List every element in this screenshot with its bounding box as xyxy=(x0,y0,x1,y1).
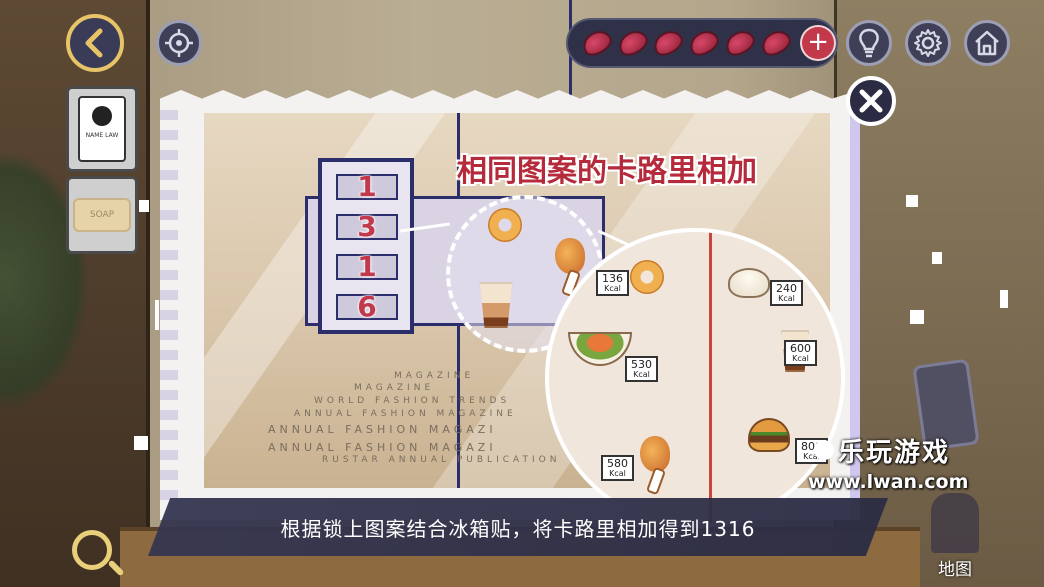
drumstick-icon xyxy=(640,436,670,472)
sparkle xyxy=(1000,290,1008,308)
badge-photo xyxy=(92,106,112,126)
add-bean-button[interactable]: + xyxy=(800,25,836,61)
drumstick-icon xyxy=(555,238,585,274)
lock-digit: 6 xyxy=(357,290,377,323)
close-icon xyxy=(859,89,883,113)
bean-energy-bar: + xyxy=(566,18,838,68)
rice-icon xyxy=(728,268,770,298)
magazine-text: WORLD FASHION TRENDS xyxy=(314,396,511,406)
kcal-unit: Kcal xyxy=(803,451,820,461)
name-badge: NAME LAW xyxy=(78,96,126,162)
badge-name-text: NAME LAW xyxy=(85,132,119,139)
hint-button[interactable] xyxy=(846,20,892,66)
sparkle xyxy=(910,310,924,324)
map-label: 地图 xyxy=(938,560,972,580)
lock-digit-slot: 1 xyxy=(336,170,398,203)
bean-icon xyxy=(685,26,723,60)
kcal-value: 136 xyxy=(602,272,623,285)
home-button[interactable] xyxy=(964,20,1010,66)
kcal-unit: Kcal xyxy=(792,353,809,363)
watermark-url: www.lwan.com xyxy=(808,471,969,493)
hint-caption-bar: 根据锁上图案结合冰箱贴，将卡路里相加得到1316 xyxy=(148,498,888,556)
inventory-badge-card[interactable]: NAME LAW xyxy=(66,86,138,172)
back-button[interactable] xyxy=(66,14,124,72)
map-figure-icon xyxy=(931,493,979,553)
kcal-unit: Kcal xyxy=(633,369,650,379)
chevron-left-icon xyxy=(85,28,103,58)
close-button[interactable] xyxy=(846,76,896,126)
donut-icon xyxy=(630,260,664,294)
sparkle xyxy=(155,300,159,330)
kcal-value: 580 xyxy=(607,457,628,470)
watermark-logo-icon xyxy=(814,440,834,460)
kcal-unit: Kcal xyxy=(604,283,621,293)
kcal-value: 600 xyxy=(790,342,811,355)
fridge-magnet-zoom xyxy=(545,228,845,528)
inventory-soap[interactable]: SOAP xyxy=(66,176,138,254)
magazine-text: MAGAZINE xyxy=(394,371,475,381)
magazine-text: ANNUAL FASHION MAGAZINE xyxy=(294,409,517,419)
bean-icon xyxy=(757,26,794,60)
milk-tea-icon xyxy=(479,282,513,328)
sparkle xyxy=(134,436,148,450)
kcal-unit: Kcal xyxy=(609,468,626,478)
lock-digit: 1 xyxy=(357,250,377,283)
sparkle xyxy=(932,252,942,264)
hint-caption-text: 根据锁上图案结合冰箱贴，将卡路里相加得到1316 xyxy=(280,516,756,541)
bean-icon xyxy=(614,26,651,60)
home-icon xyxy=(975,30,999,56)
lock-digit: 1 xyxy=(357,170,377,203)
map-button[interactable]: 地图 xyxy=(918,488,992,580)
donut-icon xyxy=(488,208,522,242)
cup-lid xyxy=(781,330,809,332)
lightbulb-icon xyxy=(859,28,879,58)
magazine-text: ANNUAL FASHION MAGAZI xyxy=(268,441,497,454)
bean-icon xyxy=(721,26,759,60)
sparkle xyxy=(139,200,149,212)
soap-bar: SOAP xyxy=(73,198,131,232)
lock-digit: 3 xyxy=(357,210,377,243)
magazine-text: MAGAZINE xyxy=(354,383,435,393)
lock-digit-slot: 3 xyxy=(336,210,398,243)
magazine-text: RUSTAR ANNUAL PUBLICATION xyxy=(322,455,561,465)
card-torn-edge xyxy=(160,100,178,500)
kcal-value: 240 xyxy=(776,282,797,295)
crosshair-icon xyxy=(165,29,193,57)
burger-icon xyxy=(748,418,790,452)
watermark-cn: 乐玩游戏 xyxy=(838,438,951,468)
crosshair-button[interactable] xyxy=(156,20,202,66)
magnet-divider xyxy=(709,232,712,524)
magazine-text: ANNUAL FASHION MAGAZI xyxy=(268,423,497,436)
bean-icon xyxy=(649,26,687,60)
lock-digit-slot: 6 xyxy=(336,290,398,323)
gear-icon xyxy=(914,29,942,57)
watermark: 乐玩游戏 www.lwan.com xyxy=(808,432,1008,502)
sparkle xyxy=(906,195,918,207)
hint-title: 相同图案的卡路里相加 xyxy=(457,154,757,189)
kcal-value: 800 xyxy=(801,440,822,453)
kcal-unit: Kcal xyxy=(778,293,795,303)
lock-panel: 1 3 1 6 xyxy=(318,158,414,334)
cup-lid xyxy=(479,282,513,284)
magnifier-icon[interactable] xyxy=(72,530,112,570)
bean-icon xyxy=(578,26,616,60)
kcal-value: 530 xyxy=(631,358,652,371)
lock-digit-slot: 1 xyxy=(336,250,398,283)
settings-button[interactable] xyxy=(905,20,951,66)
